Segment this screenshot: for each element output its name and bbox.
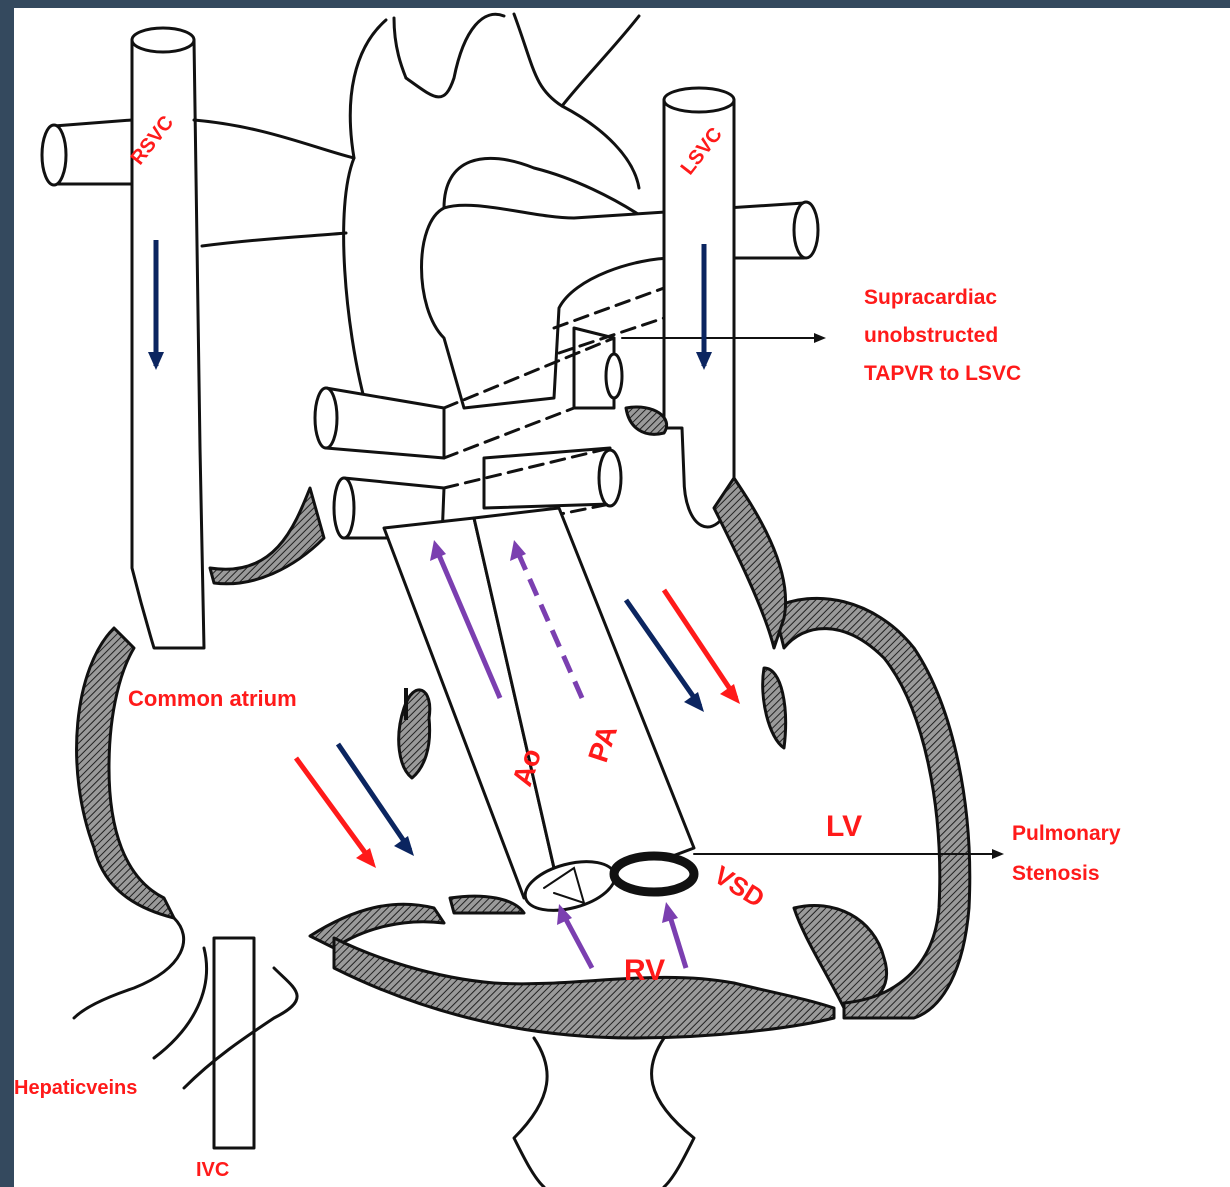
atrial-wall-top xyxy=(210,488,324,584)
diagram-canvas: RSVC LSVC Ao PA LV RV VSD IVC Common atr… xyxy=(14,8,1230,1187)
arrow-red-lv xyxy=(664,590,736,698)
label-ps-line1: Pulmonary xyxy=(1012,822,1121,845)
label-ivc: IVC xyxy=(196,1159,229,1181)
label-tapvr-line3: TAPVR to LSVC xyxy=(864,362,1021,385)
label-tapvr-line2: unobstructed xyxy=(864,324,998,347)
arrow-navy-lv xyxy=(626,600,700,706)
label-pulmonary-stenosis: Pulmonary Stenosis xyxy=(1012,822,1121,885)
label-ps-line2: Stenosis xyxy=(1012,862,1100,885)
label-tapvr-line1: Supracardiac xyxy=(864,286,997,309)
right-svc xyxy=(42,28,204,648)
label-vsd: VSD xyxy=(709,860,770,914)
label-rv: RV xyxy=(624,954,665,987)
label-lv: LV xyxy=(826,810,862,843)
label-tapvr: Supracardiac unobstructed TAPVR to LSVC xyxy=(864,286,1021,385)
pulmonary-stenosis-ring xyxy=(614,856,694,892)
heart-diagram: RSVC LSVC Ao PA LV RV VSD IVC Common atr… xyxy=(14,8,1230,1187)
label-hepatic-veins: Hepaticveins xyxy=(14,1077,137,1099)
label-common-atrium: Common atrium xyxy=(128,686,297,711)
